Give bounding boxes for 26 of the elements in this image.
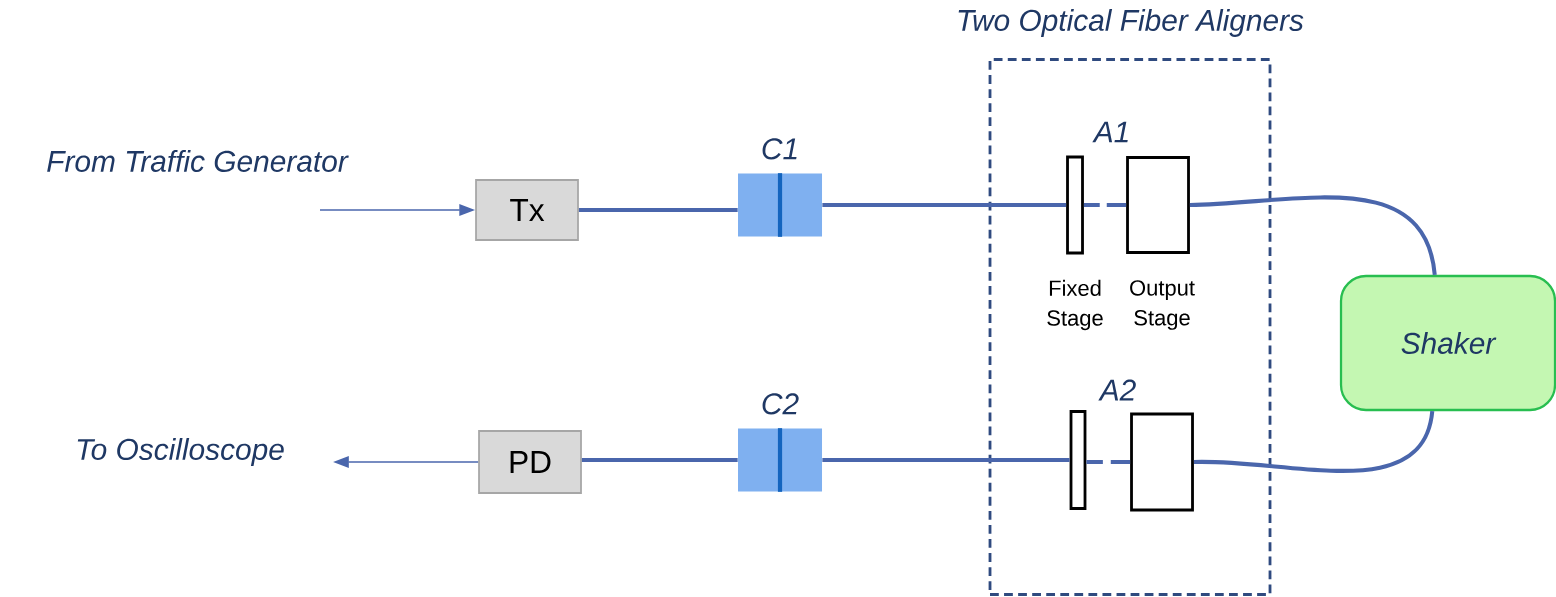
- fiber-line: [1193, 410, 1435, 473]
- fiber-line: [822, 458, 1070, 462]
- component-box: Tx: [475, 179, 579, 241]
- connector: C1: [738, 138, 822, 237]
- annotation-text: From Traffic Generator: [47, 150, 349, 172]
- node-label: Two Optical Fiber Aligners: [958, 9, 1304, 37]
- component-box: PD: [478, 430, 582, 494]
- stage-label: Output Stage: [1130, 280, 1195, 330]
- fiber-line: [581, 458, 738, 462]
- node-label: C2: [762, 393, 799, 415]
- annotation-text: To Oscilloscope: [77, 438, 284, 466]
- stage-box: [1066, 155, 1084, 255]
- fiber-line: [1083, 203, 1127, 207]
- node-label: C1: [762, 138, 797, 160]
- fiber-line: [822, 203, 1067, 207]
- fiber-line: [1189, 195, 1437, 276]
- connector: C2: [738, 393, 822, 492]
- fiber-line: [578, 208, 738, 212]
- stage-box: [1130, 412, 1194, 512]
- annotation-text: A1: [1092, 121, 1128, 143]
- stage-label: Fixed Stage: [1047, 279, 1103, 331]
- fiber-line: [1086, 460, 1131, 464]
- stage-box: [1069, 410, 1087, 510]
- stage-box: [1126, 156, 1190, 254]
- shaker-box: Shaker: [1339, 274, 1556, 412]
- annotation-text: A2: [1098, 379, 1136, 401]
